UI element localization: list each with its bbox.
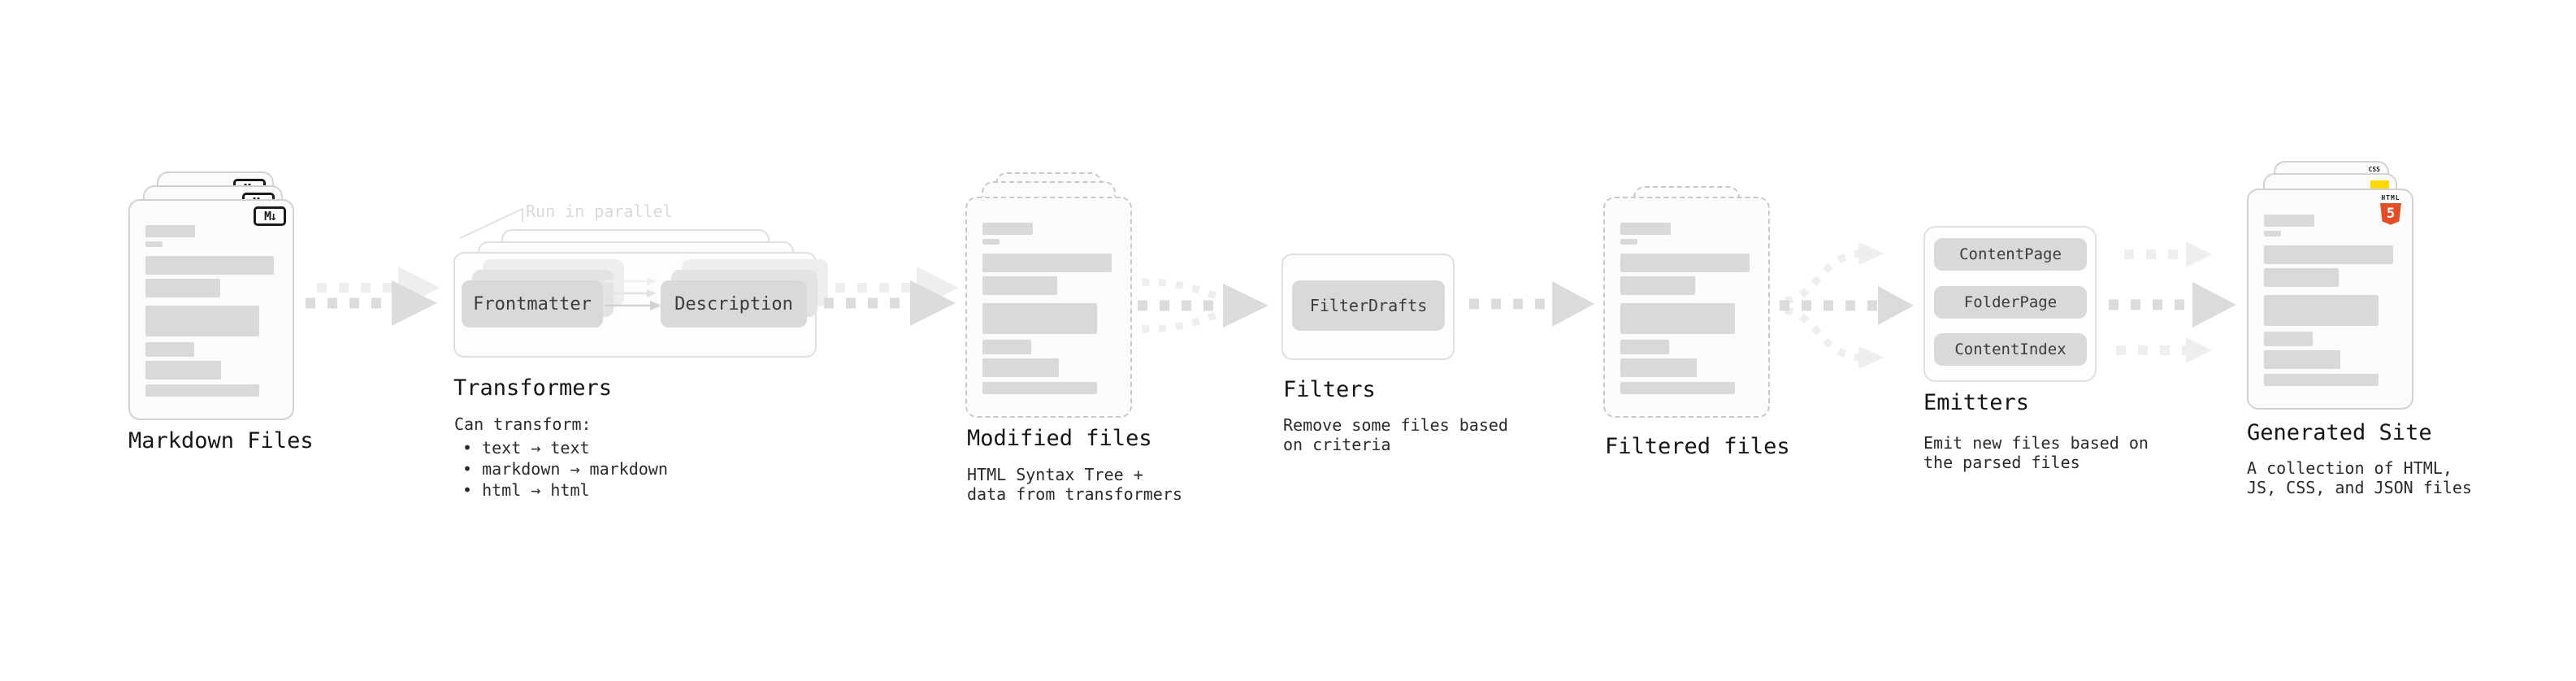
skeleton-bar — [2264, 350, 2340, 369]
bullet-item: • html → html — [462, 480, 590, 500]
desc-line: A collection of HTML, — [2247, 458, 2452, 478]
skeleton-text-bars — [2264, 215, 2396, 386]
skeleton-text-bars — [982, 223, 1114, 394]
flow-arrows-emitters-to-generated — [2109, 241, 2236, 363]
stage-title-modified-files: Modified files — [967, 426, 1152, 451]
skeleton-bar — [2264, 374, 2379, 386]
emitters-desc: Emit new files based on the parsed files — [1923, 433, 2149, 472]
transformer-description-pill: Description — [661, 280, 807, 327]
modified-file-card-front — [965, 197, 1132, 418]
generated-site-desc: A collection of HTML, JS, CSS, and JSON … — [2247, 458, 2472, 497]
skeleton-bar — [1620, 254, 1750, 272]
flow-arrow-merge-to-filters — [1138, 278, 1268, 333]
flow-arrow-markdown-to-transformers — [306, 267, 440, 326]
html5-icon-word: HTML — [2381, 194, 2400, 202]
skeleton-bar — [1620, 303, 1735, 334]
emitter-folder-page-pill: FolderPage — [1934, 286, 2087, 319]
skeleton-bar — [982, 276, 1058, 295]
skeleton-bar — [982, 223, 1033, 235]
filters-desc: Remove some files based on criteria — [1283, 415, 1508, 454]
skeleton-bar — [145, 225, 196, 237]
desc-line: data from transformers — [967, 484, 1182, 504]
skeleton-bar — [2264, 245, 2393, 264]
stage-modified-files: Modified files HTML Syntax Tree + data f… — [965, 172, 1182, 514]
generated-file-card-html: HTML 5 — [2247, 189, 2413, 410]
modified-files-desc: HTML Syntax Tree + data from transformer… — [967, 465, 1182, 504]
skeleton-bar — [1620, 340, 1669, 354]
skeleton-bar — [145, 384, 260, 397]
emitter-content-page-pill: ContentPage — [1934, 238, 2087, 271]
desc-line: HTML Syntax Tree + — [967, 465, 1143, 484]
annotation-bracket-line — [459, 207, 523, 239]
skeleton-bar — [1620, 276, 1696, 295]
transformer-frontmatter-pill: Frontmatter — [462, 280, 603, 327]
skeleton-bar — [982, 239, 1000, 245]
bullet-item: • text → text — [462, 438, 590, 458]
stage-emitters: ContentPage FolderPage ContentIndex Emit… — [1923, 226, 2149, 494]
filter-drafts-pill: FilterDrafts — [1292, 280, 1445, 331]
skeleton-bar — [145, 279, 220, 297]
stage-filtered-files: Filtered files — [1603, 186, 1790, 495]
javascript-icon — [2370, 180, 2389, 189]
skeleton-bar — [145, 342, 194, 357]
skeleton-bar — [982, 303, 1097, 334]
skeleton-bar — [982, 254, 1112, 272]
transformers-bullet-list: • text → text • markdown → markdown • ht… — [454, 437, 668, 501]
skeleton-bar — [1620, 223, 1671, 235]
stage-title-generated-site: Generated Site — [2247, 420, 2432, 445]
skeleton-bar — [1620, 239, 1638, 245]
desc-line: the parsed files — [1923, 453, 2080, 472]
skeleton-bar — [1620, 382, 1735, 394]
stage-title-markdown-files: Markdown Files — [128, 428, 314, 453]
markdown-file-card-front: M↓ — [128, 199, 294, 420]
parallel-step-arrows — [605, 277, 661, 310]
transformers-desc-heading: Can transform: — [454, 414, 592, 434]
skeleton-bar — [2264, 215, 2314, 227]
skeleton-text-bars — [145, 225, 276, 397]
skeleton-bar — [2264, 332, 2313, 346]
skeleton-bar — [2264, 268, 2340, 287]
bullet-item: • markdown → markdown — [462, 459, 668, 479]
skeleton-bar — [982, 340, 1031, 354]
skeleton-bar — [982, 358, 1059, 377]
html5-icon: HTML 5 — [2379, 194, 2402, 225]
emitter-content-index-pill: ContentIndex — [1934, 333, 2087, 366]
html5-icon-number: 5 — [2386, 205, 2396, 222]
stage-title-transformers: Transformers — [453, 375, 613, 401]
skeleton-bar — [2264, 295, 2379, 326]
skeleton-text-bars — [1620, 223, 1752, 394]
html5-icon-shield: 5 — [2380, 202, 2401, 225]
flow-arrow-split-to-emitters — [1780, 242, 1914, 369]
stage-title-emitters: Emitters — [1923, 390, 2030, 415]
desc-line: on criteria — [1283, 435, 1391, 454]
skeleton-bar — [982, 382, 1097, 394]
skeleton-bar — [145, 361, 222, 380]
stage-title-filters: Filters — [1283, 377, 1376, 402]
stage-title-filtered-files: Filtered files — [1605, 434, 1790, 459]
desc-line: Emit new files based on — [1923, 433, 2149, 453]
skeleton-bar — [2264, 231, 2282, 236]
desc-line: JS, CSS, and JSON files — [2247, 478, 2472, 497]
stage-markdown-files: M↓ M↓ M↓ Markdown Files — [128, 171, 314, 497]
stage-filters: FilterDrafts Filters Remove some files b… — [1281, 254, 1508, 481]
skeleton-bar — [1620, 358, 1697, 377]
stage-transformers: Run in parallel Frontmatter Description … — [453, 202, 828, 510]
desc-line: Remove some files based — [1283, 415, 1508, 435]
filtered-file-card-front — [1603, 197, 1770, 418]
skeleton-bar — [145, 306, 260, 336]
stage-generated-site: CSS HTML 5 Generated Site A collection o… — [2247, 161, 2491, 510]
flow-arrow-transformers-to-modified — [824, 267, 959, 326]
markdown-icon: M↓ — [254, 206, 286, 226]
flow-arrow-filters-to-filtered — [1469, 281, 1594, 327]
skeleton-bar — [145, 241, 163, 247]
annotation-run-in-parallel: Run in parallel — [526, 202, 673, 221]
skeleton-bar — [145, 256, 274, 275]
